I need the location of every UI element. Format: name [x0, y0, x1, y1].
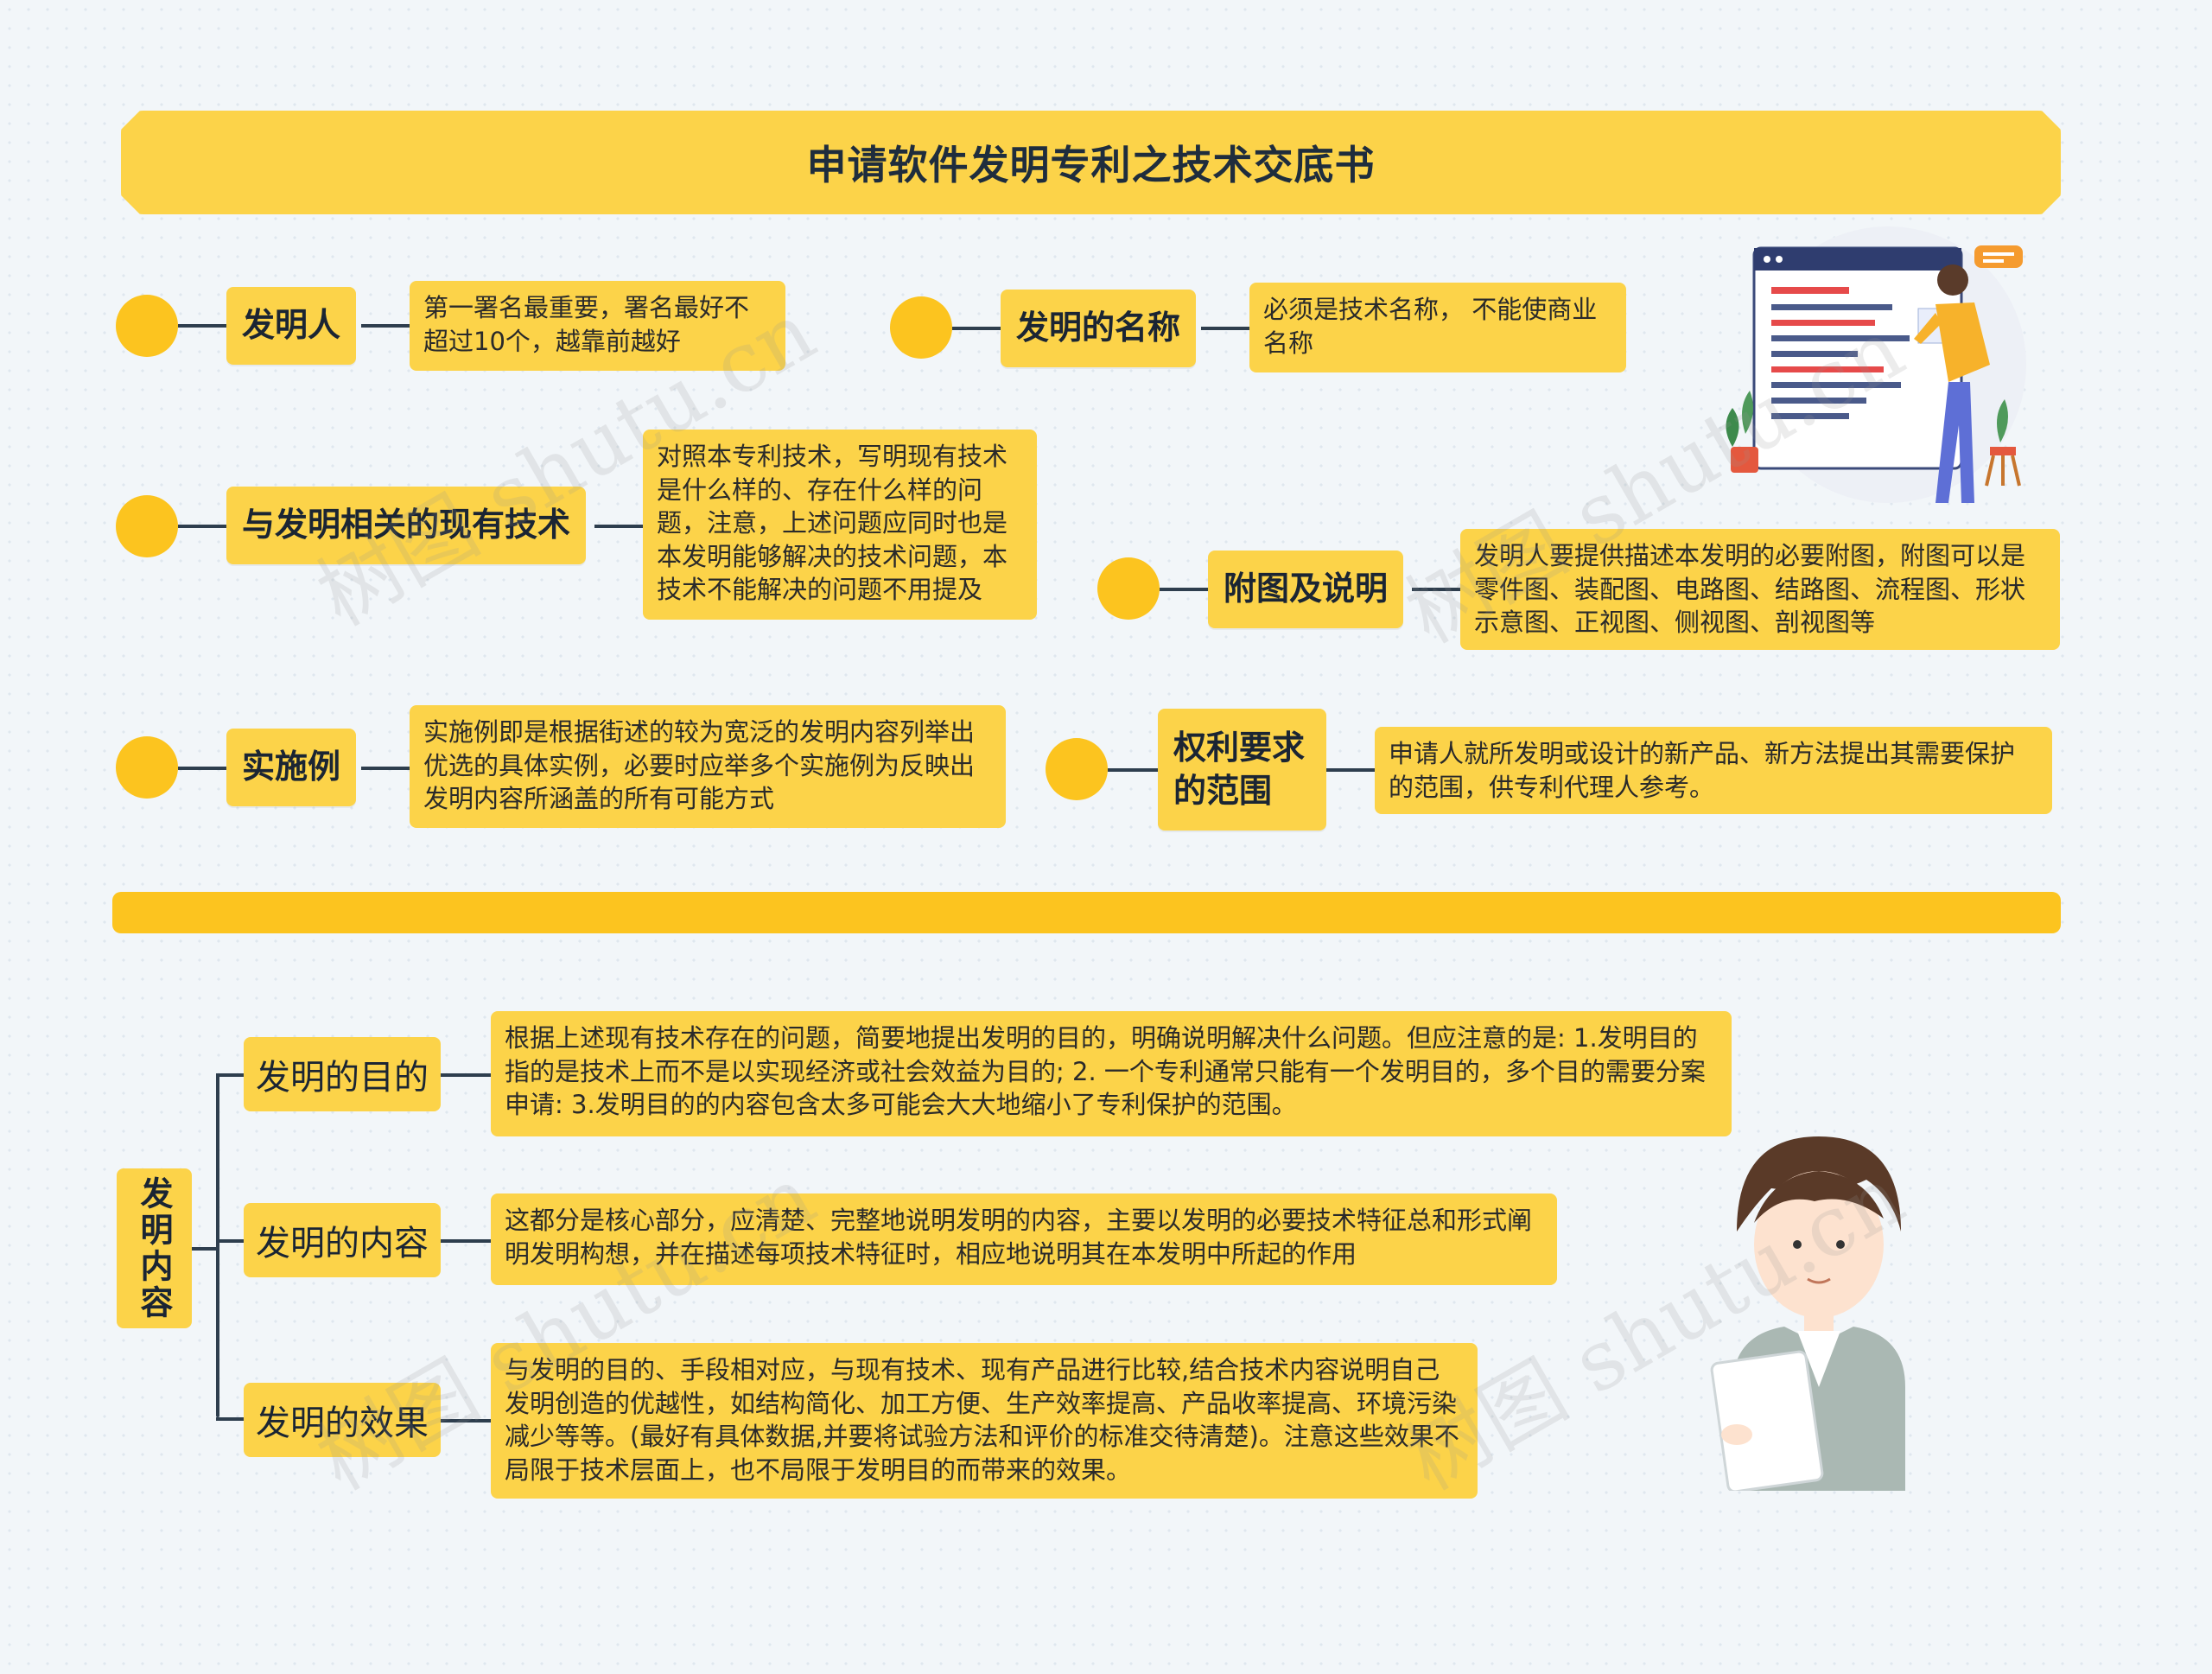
connector-line [1160, 588, 1208, 591]
node-inventor[interactable]: 发明人 [226, 287, 357, 365]
branch-label: 发明的效果 [256, 1403, 429, 1443]
node-label: 发明的名称 [1016, 309, 1181, 347]
root-label: 发明内容 [135, 1175, 173, 1321]
node-desc: 实施例即是根据街述的较为宽泛的发明内容列举出优选的具体实例，必要时应举多个实施例… [410, 705, 1006, 828]
branch-content[interactable]: 发明的内容 [244, 1203, 441, 1277]
branch-desc: 这都分是核心部分，应清楚、完整地说明发明的内容，主要以发明的必要技术特征总和形式… [491, 1193, 1557, 1285]
branch-label: 发明的内容 [256, 1224, 429, 1263]
person-illustration [1694, 1128, 1944, 1493]
node-dot [116, 495, 178, 557]
node-embodiment[interactable]: 实施例 [226, 729, 357, 806]
node-dot [1097, 557, 1160, 620]
node-invention-name[interactable]: 发明的名称 [1001, 290, 1197, 367]
connector-line [441, 1419, 491, 1423]
connector-line [441, 1073, 491, 1077]
node-drawings[interactable]: 附图及说明 [1208, 551, 1404, 628]
node-label: 权利要求的范围 [1173, 729, 1306, 810]
node-dot [890, 296, 952, 359]
connector-line [216, 1417, 244, 1421]
node-claims-scope[interactable]: 权利要求的范围 [1158, 709, 1326, 831]
branch-purpose[interactable]: 发明的目的 [244, 1037, 441, 1111]
page-title: 申请软件发明专利之技术交底书 [806, 142, 1376, 188]
node-desc: 对照本专利技术，写明现有技术是什么样的、存在什么样的问题，注意，上述问题应同时也… [643, 430, 1037, 620]
tree-trunk [216, 1073, 219, 1417]
connector-line [361, 324, 410, 328]
node-desc: 必须是技术名称， 不能使商业名称 [1249, 283, 1626, 372]
connector-line [952, 327, 1001, 330]
connector-line [1326, 768, 1375, 772]
node-label: 发明人 [242, 306, 341, 345]
connector-line [1412, 588, 1460, 591]
node-dot [116, 295, 178, 357]
branch-desc: 根据上述现有技术存在的问题，简要地提出发明的目的，明确说明解决什么问题。但应注意… [491, 1011, 1732, 1136]
node-dot [116, 736, 178, 799]
node-dot [1046, 738, 1108, 800]
node-desc: 申请人就所发明或设计的新产品、新方法提出其需要保护的范围，供专利代理人参考。 [1375, 727, 2052, 814]
connector-line [178, 767, 226, 770]
connector-line [441, 1239, 491, 1243]
node-desc: 发明人要提供描述本发明的必要附图，附图可以是零件图、装配图、电路图、结路图、流程… [1460, 529, 2060, 650]
branch-desc: 与发明的目的、手段相对应，与现有技术、现有产品进行比较,结合技术内容说明自己发明… [491, 1343, 1478, 1499]
connector-line [178, 525, 226, 528]
section-divider [112, 892, 2061, 933]
connector-line [594, 525, 643, 528]
node-desc: 第一署名最重要，署名最好不超过10个，越靠前越好 [410, 281, 785, 371]
node-label: 附图及说明 [1224, 570, 1389, 608]
node-label: 与发明相关的现有技术 [242, 506, 571, 544]
presenter-illustration [1715, 226, 2044, 520]
branch-label: 发明的目的 [256, 1058, 429, 1098]
connector-line [1108, 768, 1158, 772]
connector-line [192, 1247, 218, 1251]
connector-line [361, 767, 410, 770]
node-label: 实施例 [242, 748, 341, 786]
title-banner: 申请软件发明专利之技术交底书 [121, 111, 2061, 214]
connector-line [216, 1073, 244, 1077]
connector-line [178, 324, 226, 328]
root-invention-content[interactable]: 发明内容 [117, 1168, 192, 1328]
connector-line [1201, 327, 1249, 330]
connector-line [216, 1239, 244, 1243]
node-prior-art[interactable]: 与发明相关的现有技术 [226, 487, 587, 564]
branch-effect[interactable]: 发明的效果 [244, 1383, 441, 1457]
